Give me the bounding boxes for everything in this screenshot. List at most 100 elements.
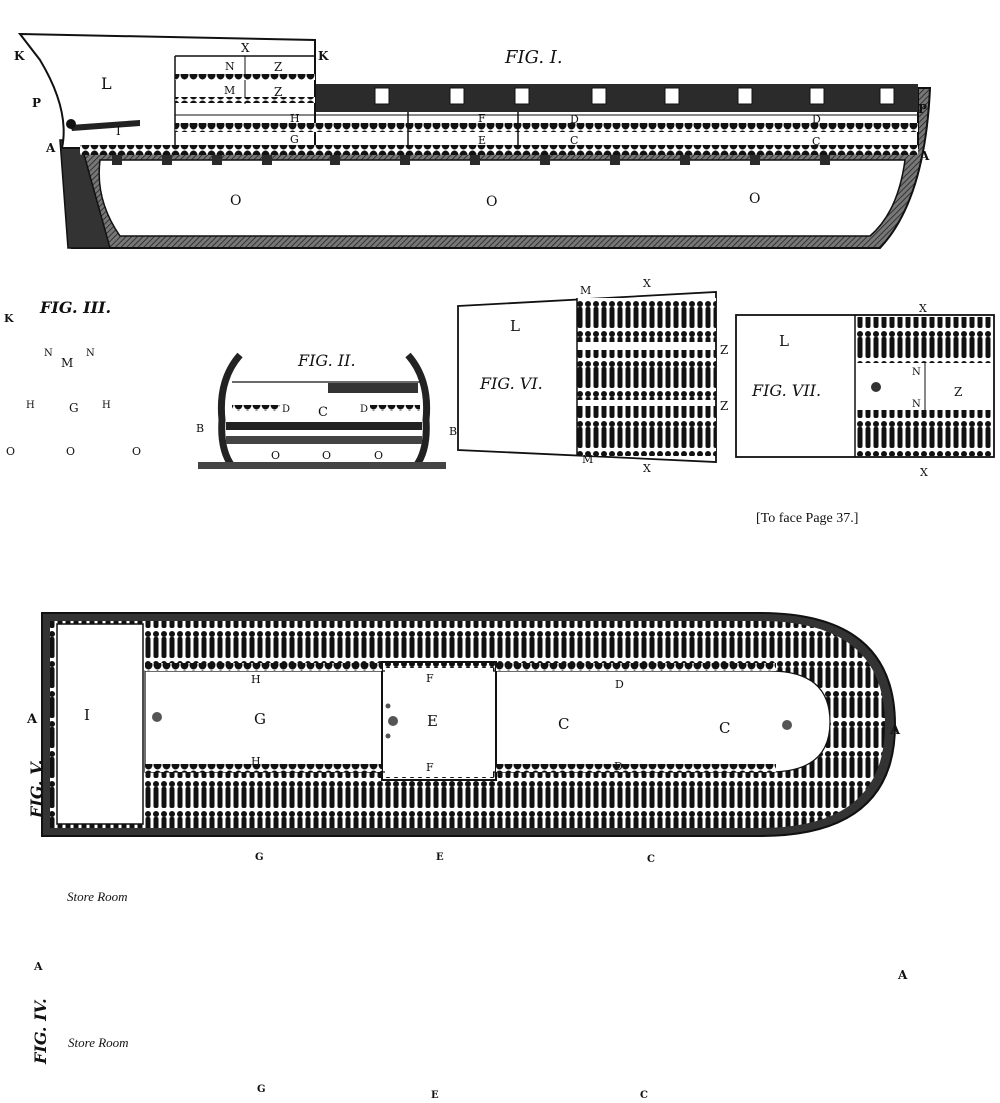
fig-4-label-g: G — [257, 1084, 266, 1095]
fig-1-label-z1: Z — [274, 60, 282, 74]
fig-2-label-b2: B — [449, 425, 457, 438]
fig-6-label-x-bottom: X — [643, 462, 651, 475]
fig-7-label-x-top: X — [919, 302, 927, 315]
fig-3-label-k: K — [4, 312, 14, 325]
fig-6: FIG. VI. L M X Z Z M X — [457, 277, 728, 475]
fig-5-label-h-top: H — [251, 673, 261, 686]
fig-5-title: FIG. V. — [27, 760, 46, 819]
fig-1-label-d2: D — [812, 113, 821, 126]
fig-1-label-c2: C — [812, 135, 820, 148]
fig-1-label-e: E — [478, 134, 486, 147]
fig-6-label-l: L — [510, 317, 520, 335]
fig-1-label-p-left: P — [32, 96, 41, 110]
fig-5-label-f-bottom: F — [426, 761, 434, 774]
fig-6-label-z1: Z — [720, 343, 728, 357]
fig-1-label-h: H — [290, 112, 300, 125]
fig-7-label-l: L — [779, 332, 789, 350]
fig-6-label-m-top: M — [580, 284, 591, 297]
fig-1-title: FIG. I. — [504, 47, 563, 68]
fig-6-hold-top — [577, 298, 716, 342]
fig-1-label-p-right: P — [918, 102, 927, 116]
fig-1-label-o1: O — [230, 193, 241, 209]
fig-2-label-b1: B — [196, 422, 204, 435]
fig-1-ports — [374, 87, 895, 105]
fig-5-label-i: I — [84, 706, 90, 724]
fig-1-label-c1: C — [570, 134, 578, 147]
fig-7: FIG. VII. L X N N Z X — [735, 302, 995, 479]
fig-5-label-g: G — [254, 710, 266, 728]
fig-3-label-m: M — [61, 356, 73, 370]
fig-1-label-m: M — [224, 84, 235, 97]
fig-6-title: FIG. VI. — [479, 374, 543, 393]
fig-5-store-room: Store Room — [67, 889, 128, 904]
fig-2-section: FIG. II. D C D B B O O O — [196, 351, 457, 469]
fig-1-label-a-left: A — [45, 141, 56, 155]
fig-7-label-n2: N — [912, 399, 921, 410]
fig-2-label-c: C — [318, 405, 328, 420]
fig-1-label-o3: O — [749, 191, 760, 207]
fig-5-label-c-below: C — [647, 854, 655, 865]
fig-1-hold — [98, 159, 906, 237]
fig-1-deck-h — [175, 123, 918, 132]
fig-6-label-z2: Z — [720, 399, 728, 413]
fig-2-label-d2: D — [360, 404, 368, 415]
fig-3-label-g: G — [69, 401, 79, 415]
fig-7-label-x-bottom: X — [920, 466, 928, 479]
fig-3-label-n1: N — [44, 348, 53, 359]
fig-4-label-c: C — [640, 1090, 648, 1101]
fig-4-label-a-right: A — [897, 968, 908, 982]
fig-3-label-n2: N — [86, 348, 95, 359]
fig-5-label-d-top: D — [615, 678, 624, 691]
fig-5-label-a-right: A — [889, 723, 901, 738]
fig-2-title: FIG. II. — [297, 351, 356, 370]
fig-1-label-i: I — [116, 124, 121, 138]
fig-7-label-z: Z — [954, 385, 962, 399]
fig-3-label-o1: O — [6, 445, 15, 458]
fig-6-hold-bottom — [577, 406, 716, 456]
fig-3-label-o2: O — [66, 445, 75, 458]
fig-1-label-z2: Z — [274, 85, 282, 99]
fig-2-label-o2: O — [322, 449, 331, 462]
fig-6-label-m-bottom: M — [582, 453, 593, 466]
fig-5-label-e-below: E — [436, 852, 444, 863]
fig-5-label-c1: C — [558, 715, 569, 733]
fig-2-hull-right — [405, 352, 431, 469]
fig-1-label-l: L — [101, 74, 112, 93]
fig-7-title: FIG. VII. — [751, 381, 821, 400]
fig-3-label-o3: O — [132, 445, 141, 458]
fig-3-title: FIG. III. — [39, 298, 111, 317]
fig-1-label-a-right: A — [919, 149, 930, 163]
fig-5-storeroom-i — [56, 623, 144, 825]
fig-2-label-o1: O — [271, 449, 280, 462]
fig-5-label-f-top: F — [426, 672, 434, 685]
fig-1-elevation: FIG. I. K K X L N Z M Z P P I H G F D D … — [14, 32, 932, 249]
fig-1-deck-g — [80, 145, 918, 155]
fig-3: FIG. III. K N M N H G H O O O — [4, 298, 141, 458]
page-note: [To face Page 37.] — [756, 511, 858, 526]
fig-5-label-c2: C — [719, 719, 730, 737]
fig-5-label-h-bottom: H — [251, 755, 261, 768]
fig-1-label-g: G — [290, 133, 299, 146]
fig-2-label-o3: O — [374, 449, 383, 462]
fig-1-upper-deck — [315, 84, 918, 112]
fig-7-hold-bottom — [855, 410, 993, 456]
fig-1-label-o2: O — [486, 194, 497, 210]
fig-1-label-k-left: K — [14, 49, 25, 63]
fig-5-label-a-left: A — [26, 712, 38, 727]
fig-6-hold-mid — [577, 350, 716, 400]
fig-5-label-g-below: G — [255, 852, 264, 863]
fig-1-label-d1: D — [570, 113, 579, 126]
fig-5-label-d-bottom: D — [614, 760, 623, 773]
fig-3-label-h1: H — [26, 400, 35, 411]
fig-7-label-n1: N — [912, 367, 921, 378]
fig-5-label-e: E — [427, 712, 438, 730]
fig-1-label-k-right: K — [318, 49, 329, 63]
fig-4-label-e: E — [431, 1090, 439, 1101]
fig-7-hold-top — [855, 317, 993, 363]
fig-4-store-room: Store Room — [68, 1035, 129, 1050]
fig-2-hull-left — [217, 352, 243, 469]
fig-4-title: FIG. IV. — [31, 998, 50, 1065]
fig-6-label-x-top: X — [643, 277, 651, 290]
fig-5-plan: FIG. V. A A I G E C C H F D H F D G E C … — [26, 612, 901, 904]
